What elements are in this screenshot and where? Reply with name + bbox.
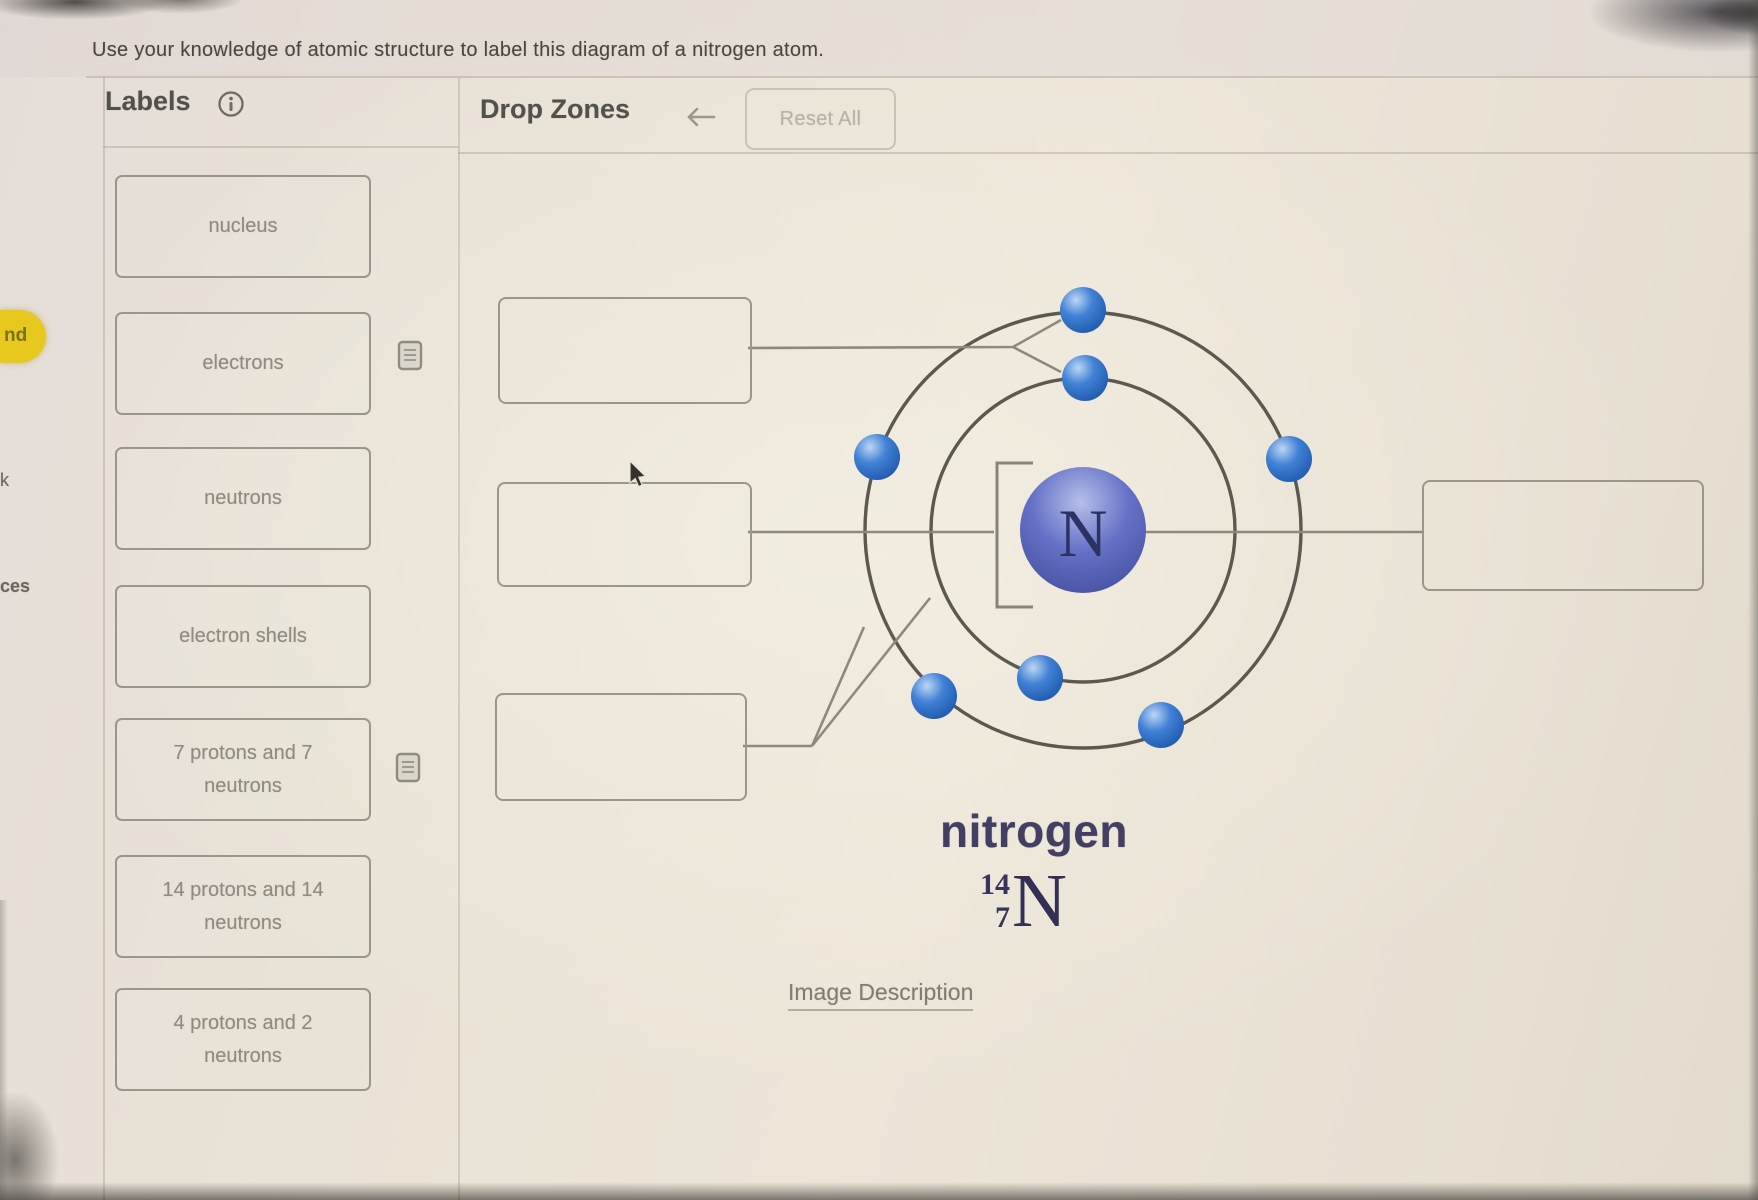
element-name-caption: nitrogen [940, 805, 1128, 857]
info-icon[interactable] [217, 90, 245, 118]
image-description-link[interactable]: Image Description [788, 979, 974, 1011]
drop-zone-electrons[interactable] [498, 297, 752, 404]
drop-zone-nucleus-contents[interactable] [1422, 480, 1704, 591]
electron [911, 673, 957, 719]
electron [1138, 702, 1184, 748]
label-chip-text: nucleus [208, 215, 278, 237]
mass-number: 14 [980, 868, 1010, 901]
connector-lines [743, 318, 1422, 748]
dropzones-panel-title: Drop Zones [480, 94, 631, 124]
label-chip-text: 4 protons and 2 neutrons [173, 1011, 313, 1067]
nucleus-sphere [1020, 467, 1146, 593]
electron [854, 434, 900, 480]
drop-zone-nucleus[interactable] [497, 482, 752, 587]
label-chip-7p7n[interactable]: 7 protons and 7 neutrons [115, 718, 371, 821]
drop-zone-electron-shells[interactable] [495, 693, 747, 801]
label-chip-text: electrons [202, 352, 284, 374]
labels-header-underline [103, 146, 458, 148]
element-symbol: N [1058, 495, 1107, 571]
background-highlight-pill: nd [0, 310, 46, 363]
instruction-text: Use your knowledge of atomic structure t… [92, 39, 825, 61]
reset-all-button[interactable]: Reset All [745, 88, 896, 150]
label-chip-text: neutrons [204, 487, 282, 509]
panel-divider [458, 78, 460, 1200]
note-icon[interactable] [395, 752, 421, 783]
dropzones-header-underline [458, 152, 1758, 154]
note-icon[interactable] [397, 340, 423, 371]
label-chip-text: electron shells [179, 625, 307, 647]
electron [1266, 436, 1312, 482]
label-chip-nucleus[interactable]: nucleus [115, 175, 371, 278]
modal-left-edge [103, 77, 105, 1200]
label-chip-electrons[interactable]: electrons [115, 312, 371, 415]
isotope-element-symbol: N [1012, 859, 1067, 943]
label-chip-electron-shells[interactable]: electron shells [115, 585, 371, 688]
label-chip-text: 14 protons and 14 neutrons [162, 878, 324, 934]
electron [1017, 655, 1063, 701]
pill-text-fragment: nd [4, 325, 28, 346]
undo-arrow-icon[interactable] [686, 106, 718, 130]
label-chip-text: 7 protons and 7 neutrons [173, 741, 313, 797]
labels-panel-title: Labels [105, 86, 191, 116]
top-band [0, 0, 1758, 77]
electron [1060, 287, 1106, 333]
atomic-number: 7 [995, 901, 1010, 934]
label-chip-neutrons[interactable]: neutrons [115, 447, 371, 550]
electron-shell-circles [863, 310, 1303, 750]
mouse-cursor [629, 461, 653, 491]
electron [1062, 355, 1108, 401]
background-text-fragment: ces [0, 576, 31, 596]
label-chip-4p2n[interactable]: 4 protons and 2 neutrons [115, 988, 371, 1091]
background-text-fragment: k [0, 470, 9, 490]
panel-top-border [86, 76, 1758, 78]
label-chip-14p14n[interactable]: 14 protons and 14 neutrons [115, 855, 371, 958]
isotope-notation: 14 7 N [980, 862, 1067, 940]
nucleus-bracket [995, 461, 1033, 609]
